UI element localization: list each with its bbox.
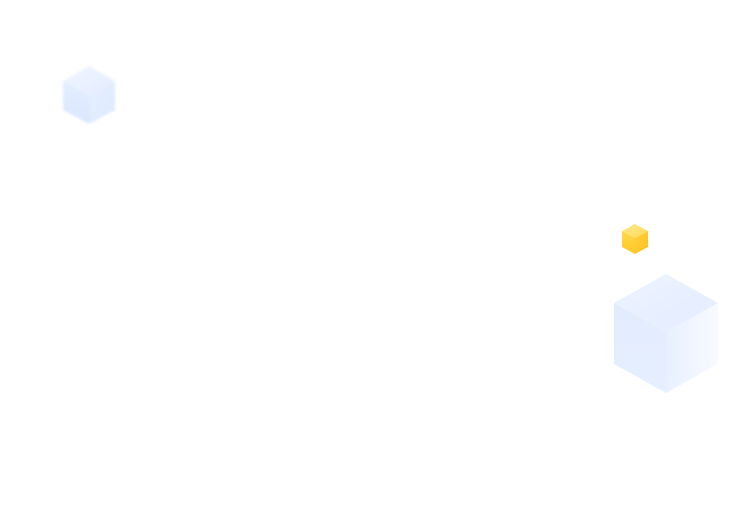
yellow-cube-icon <box>622 224 648 254</box>
cube-right-face <box>666 303 718 393</box>
cube-top-face <box>63 66 115 95</box>
cube-right-face <box>89 81 115 124</box>
cube-left-face <box>614 303 666 393</box>
cube-left-face <box>622 231 635 254</box>
cube-left-face <box>63 81 89 124</box>
small-blue-cube-icon <box>63 66 115 124</box>
cube-right-face <box>635 231 648 254</box>
large-blue-cube-icon <box>614 274 718 393</box>
